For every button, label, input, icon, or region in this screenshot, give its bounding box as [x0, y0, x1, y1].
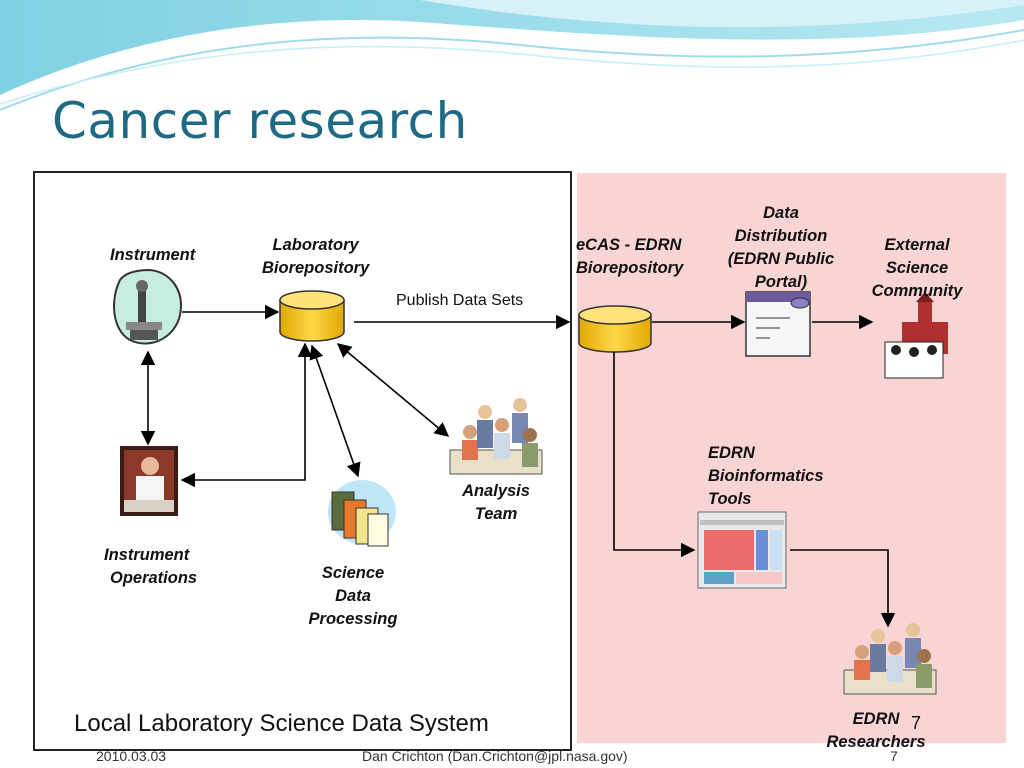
edrn-region: [577, 173, 1006, 743]
arrow-lab-to-analysis: [336, 343, 450, 437]
analysis-team-label: Analysis Team: [462, 482, 530, 523]
researchers-icon: [843, 623, 937, 695]
ecas-biorepository-cylinder: [578, 305, 652, 353]
data-distribution-label: Data Distribution (EDRN Public Portal): [727, 204, 835, 291]
external-community-icon: [884, 292, 948, 379]
footer-date: 2010.03.03: [96, 748, 167, 764]
footer-author: Dan Crichton (Dan.Crichton@jpl.nasa.gov): [362, 748, 628, 764]
portal-window-icon: [745, 291, 811, 357]
header-banner: [0, 0, 1024, 111]
arrow-ecas-to-bioinf: [613, 352, 696, 558]
page-number-overlay: 7: [911, 713, 922, 733]
external-community-label: External Science Community: [871, 236, 963, 300]
ecas-label: eCAS - EDRN Biorepository: [576, 236, 684, 277]
microscope-icon: [113, 268, 182, 345]
lab-biorepository-cylinder: [279, 290, 345, 342]
instrument-label: Instrument: [110, 246, 196, 264]
slide-title: Cancer research: [52, 92, 468, 150]
data-processing-icon: [328, 480, 396, 547]
lab-biorepository-label: Laboratory Biorepository: [262, 236, 370, 277]
arrow-lab-to-ops: [180, 342, 313, 488]
arrow-lab-to-processing: [309, 344, 361, 478]
bioinformatics-label: EDRN Bioinformatics Tools: [708, 444, 824, 508]
analysis-team-icon: [449, 398, 543, 475]
arrow-bioinf-to-researchers: [790, 549, 896, 628]
local-system-label: Local Laboratory Science Data System: [74, 710, 489, 737]
instrument-operations-label: Instrument Operations: [104, 546, 198, 587]
footer-page-number: 7: [890, 748, 898, 764]
science-processing-label: Science Data Processing: [308, 564, 398, 628]
instrument-operator-photo: [120, 446, 178, 516]
bioinformatics-screen-icon: [697, 511, 787, 589]
researchers-label: EDRN Researchers: [826, 710, 926, 751]
publish-data-sets-label: Publish Data Sets: [396, 292, 524, 309]
